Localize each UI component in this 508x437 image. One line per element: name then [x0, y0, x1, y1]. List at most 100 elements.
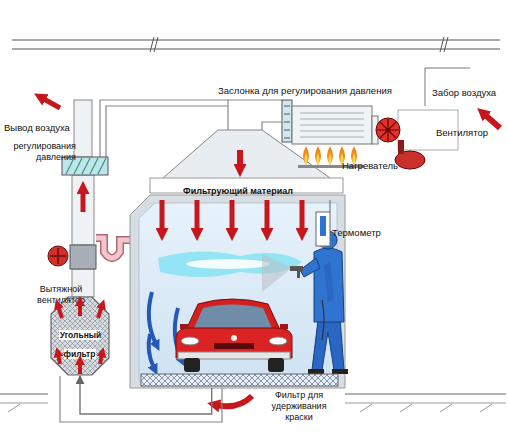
thermometer: [320, 216, 326, 236]
exhaust-fan: [48, 245, 96, 269]
thermometer: [330, 200, 331, 212]
exhaust-duct: [74, 100, 92, 157]
heater: [315, 146, 321, 165]
floor: [0, 394, 48, 395]
thermometer: [316, 200, 330, 246]
ceiling: [425, 68, 426, 106]
booth: [139, 203, 337, 380]
damper: [284, 106, 290, 138]
heater: [303, 146, 309, 165]
supply-fan: [377, 119, 399, 141]
floor: [8, 404, 492, 412]
supply-duct: [228, 100, 282, 130]
car: [176, 299, 292, 372]
supply-duct: [228, 100, 282, 130]
node-text-box: Угольный фильтр: [50, 323, 110, 361]
heater: [327, 146, 333, 165]
exhaust-fan: [50, 248, 66, 264]
floor: [345, 394, 506, 395]
exhaust-fan: [70, 245, 96, 269]
heater: [300, 113, 364, 137]
car: [184, 358, 200, 372]
painter: [262, 231, 348, 374]
air-flow-arrow: [160, 200, 165, 232]
painter: [322, 300, 324, 340]
painter: [308, 369, 324, 374]
air-flow-arrow: [484, 114, 500, 128]
booth: [130, 195, 345, 388]
ceiling: [154, 37, 158, 52]
car: [176, 328, 292, 358]
air-flow-arrow: [237, 150, 243, 168]
node-text-box: Фильтрующий материал: [148, 179, 328, 198]
callout-label: Заслонка для регулирования давления: [218, 85, 423, 96]
drain-trap: [96, 238, 131, 258]
car: [194, 305, 272, 329]
car: [186, 299, 280, 330]
callout-label: Термометр: [332, 227, 396, 238]
thermometer: [316, 212, 330, 246]
callout-label: регулирования давления: [4, 141, 76, 163]
heater: [305, 153, 308, 165]
drain-trap: [96, 238, 131, 258]
car: [181, 337, 199, 345]
damper: [282, 100, 292, 142]
callout-label: Вентилятор: [436, 127, 508, 138]
callout-label: Вывод воздуха: [4, 122, 84, 133]
air-flow-arrow: [484, 114, 500, 128]
callout-label: Забор воздуха: [432, 87, 508, 98]
drain-trap: [96, 238, 131, 258]
filter-outline: [51, 297, 109, 375]
damper: [282, 100, 292, 142]
painter: [324, 262, 334, 302]
painter: [297, 270, 300, 278]
duct-connector: [80, 376, 212, 414]
air-flow-arrow: [42, 98, 60, 108]
ceiling: [12, 40, 500, 41]
air-flow-arrow: [149, 334, 154, 368]
paint-filter: [141, 374, 338, 386]
heater: [317, 153, 320, 165]
callout-label: Вытяжной вентилятор: [26, 284, 96, 306]
air-flow-arrow: [81, 190, 86, 212]
carbon-filter: Угольный фильтр: [50, 296, 110, 376]
air-flow-arrow: [162, 150, 302, 232]
painter: [290, 266, 303, 271]
car: [178, 352, 290, 359]
air-flow-arrow: [216, 396, 252, 406]
car: [180, 324, 188, 329]
exhaust-duct: [72, 175, 94, 245]
heater: [329, 153, 332, 165]
ceiling: [444, 37, 448, 52]
air-flow-arrow: [216, 396, 252, 406]
floor: [345, 403, 506, 404]
car: [231, 335, 237, 341]
callout-label: Фильтр для удерживания краски: [266, 390, 332, 422]
air-flow-arrow: [195, 200, 200, 232]
painter: [332, 369, 348, 374]
supply-fan: [398, 140, 404, 154]
callout-label: Нагреватель: [342, 160, 414, 171]
painter: [314, 248, 344, 322]
air-flow-arrow: [230, 200, 235, 232]
duct-wall: [60, 376, 222, 422]
exhaust-fan: [48, 246, 68, 266]
paint-mist: [186, 259, 270, 269]
booth: [130, 130, 345, 388]
node-text: Фильтрующий материал: [182, 186, 294, 196]
supply-fan: [376, 118, 400, 142]
ceiling: [12, 49, 500, 50]
painter: [262, 254, 292, 292]
duct-wall: [60, 376, 222, 422]
spray-booth: Фильтрующий материал: [130, 176, 345, 388]
paint-filter: [141, 374, 338, 386]
floor: [0, 394, 506, 412]
car: [268, 358, 284, 372]
painter: [312, 318, 344, 370]
car: [280, 324, 288, 329]
air-flow-arrow: [265, 200, 270, 232]
ceiling: [150, 37, 154, 52]
supply-duct: [262, 122, 282, 130]
ceiling: [12, 37, 500, 106]
